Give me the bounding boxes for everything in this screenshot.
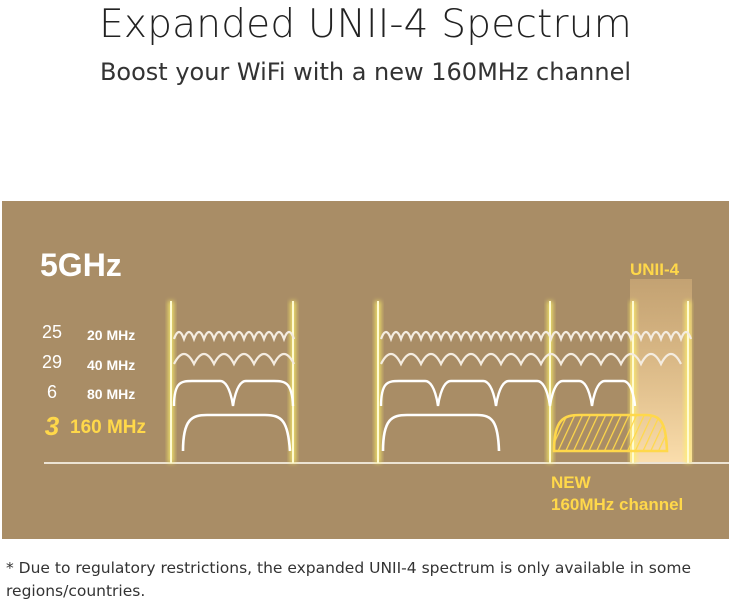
row-width-40mhz: 40 MHz [87,357,136,373]
wave-160mhz-group-b [381,413,501,452]
new-channel-line1: NEW [551,473,591,492]
new-160mhz-channel [552,413,669,453]
footnote: * Due to regulatory restrictions, the ex… [6,559,691,600]
spectrum-diagram: 5GHz UNII-4 25 20 MHz 29 40 MHz 6 80 MHz… [2,201,729,539]
row-width-80mhz: 80 MHz [87,386,136,402]
row-count-80mhz: 6 [46,382,57,402]
wave-40mhz-group-a [173,352,295,367]
wave-80mhz-group-a [172,379,295,407]
band-boundaries [168,301,691,463]
row-width-20mhz: 20 MHz [87,327,136,343]
wave-80mhz-group-b [379,379,637,407]
page-title: Expanded UNII-4 Spectrum [99,2,632,47]
page-subtitle: Boost your WiFi with a new 160MHz channe… [99,58,632,86]
spectrum-graphic [44,279,729,464]
new-channel-label: NEW 160MHz channel [551,472,683,516]
wave-20mhz-group-b [379,330,693,343]
band-label: 5GHz [40,247,122,283]
row-count-20mhz: 25 [41,322,63,342]
new-channel-line2: 160MHz channel [551,495,684,514]
unii4-label: UNII-4 [630,260,680,279]
row-count-40mhz: 29 [41,352,63,372]
wave-20mhz-group-a [172,330,296,343]
wave-160mhz-group-a [181,413,292,452]
row-width-160mhz: 160 MHz [70,417,147,438]
wave-40mhz-group-b [380,352,682,367]
row-count-160mhz: 3 [44,411,60,441]
